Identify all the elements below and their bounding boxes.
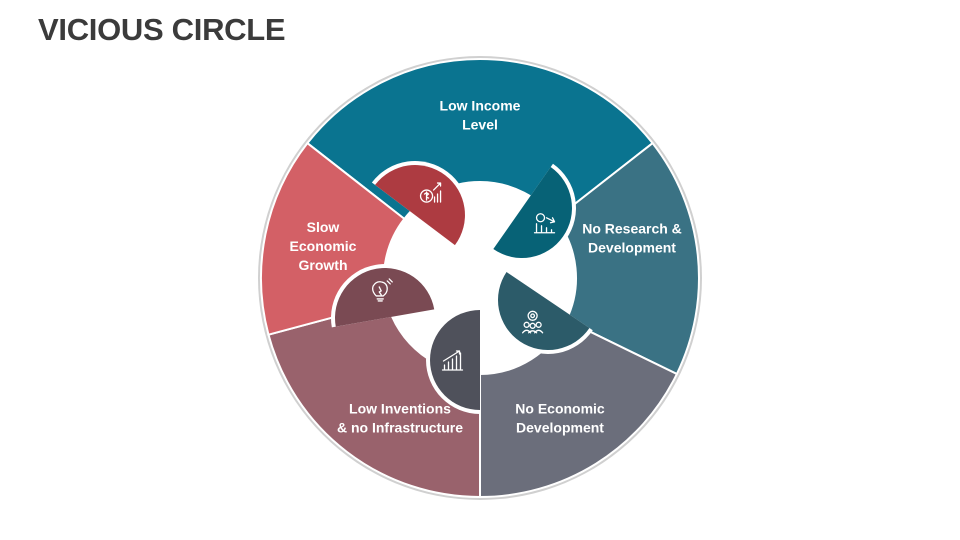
label-line: Low Inventions xyxy=(349,401,451,417)
slide-title: VICIOUS CIRCLE xyxy=(38,12,286,47)
chart-down-icon xyxy=(533,213,556,234)
lightbulb-icon xyxy=(372,278,393,302)
badge-low-income xyxy=(491,163,577,263)
label-line: No Economic xyxy=(515,401,605,417)
label-line: Low Income xyxy=(440,98,521,114)
label-no-research: No Research & Development xyxy=(582,221,682,256)
badge-slow-growth xyxy=(371,161,469,248)
label-line: Growth xyxy=(299,257,348,273)
label-line: Level xyxy=(462,117,498,133)
badge-fill xyxy=(430,310,480,410)
label-line: Development xyxy=(516,420,604,436)
label-low-inventions: Low Inventions & no Infrastructure xyxy=(337,401,463,436)
badge-fill xyxy=(335,268,435,327)
badge-no-economic xyxy=(426,306,480,414)
badge-fill xyxy=(493,167,572,258)
badge-fill xyxy=(375,165,465,246)
label-line: Economic xyxy=(290,238,357,254)
label-line: Development xyxy=(588,240,676,256)
label-line: Slow xyxy=(307,219,340,235)
label-line: No Research & xyxy=(582,221,682,237)
badge-low-inventions xyxy=(331,264,439,328)
team-research-icon xyxy=(521,310,544,334)
bar-chart-icon xyxy=(441,350,464,371)
badge-fill xyxy=(498,272,590,351)
label-line: & no Infrastructure xyxy=(337,420,463,436)
badge-no-research xyxy=(494,269,593,354)
money-growth-icon xyxy=(419,182,442,203)
